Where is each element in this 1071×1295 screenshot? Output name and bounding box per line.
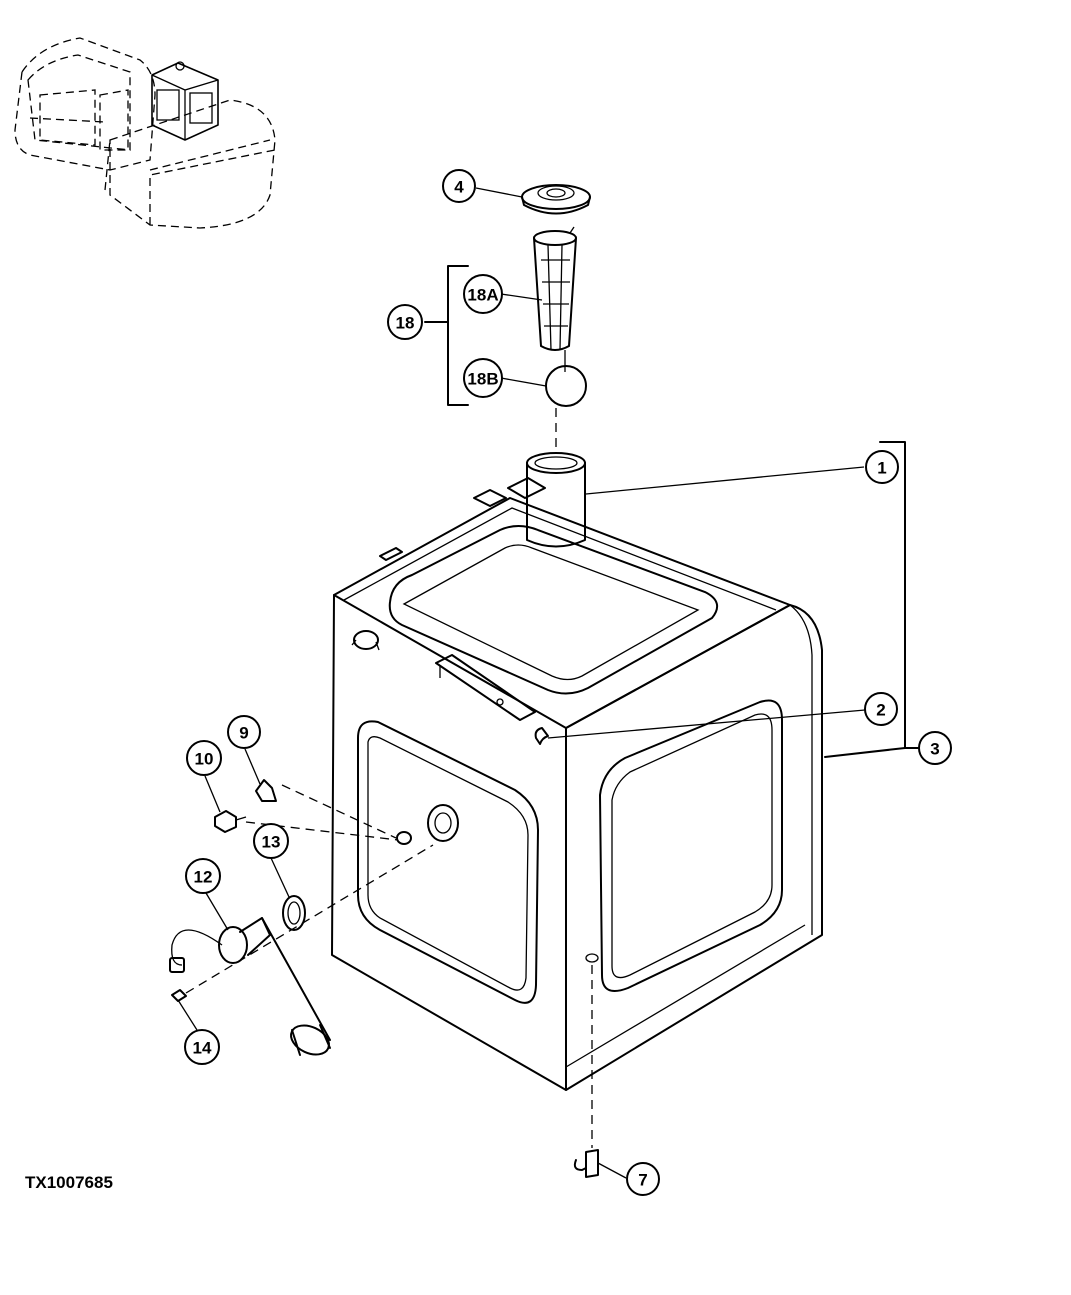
callout-3-label: 3 bbox=[930, 740, 939, 759]
callout-12: 12 bbox=[185, 858, 221, 894]
fuel-strainer-part bbox=[533, 226, 577, 372]
callout-18a-label: 18A bbox=[467, 286, 498, 305]
callout-13: 13 bbox=[253, 823, 289, 859]
sender-parts-group bbox=[169, 779, 434, 1056]
callout-9-label: 9 bbox=[239, 724, 248, 743]
callout-18: 18 bbox=[387, 304, 423, 340]
fuel-tank-body bbox=[331, 452, 823, 1091]
callout-18b-label: 18B bbox=[467, 370, 498, 389]
callout-10-label: 10 bbox=[195, 750, 214, 769]
callout-2: 2 bbox=[864, 692, 898, 726]
figure-id: TX1007685 bbox=[25, 1173, 113, 1192]
callout-7-label: 7 bbox=[638, 1171, 647, 1190]
callout-3: 3 bbox=[918, 731, 952, 765]
drain-clip-part bbox=[573, 965, 599, 1178]
callout-2-label: 2 bbox=[876, 701, 885, 720]
callout-1-label: 1 bbox=[877, 459, 886, 478]
callout-18b: 18B bbox=[463, 358, 503, 398]
machine-locator-inset bbox=[14, 37, 276, 229]
callout-14: 14 bbox=[184, 1029, 220, 1065]
bracket-3 bbox=[824, 441, 906, 758]
leader-lines bbox=[177, 187, 866, 1179]
callout-4: 4 bbox=[442, 169, 476, 203]
callout-1: 1 bbox=[865, 450, 899, 484]
callout-18a: 18A bbox=[463, 274, 503, 314]
float-ball-part bbox=[545, 365, 587, 407]
bracket-18 bbox=[447, 265, 469, 406]
callout-7: 7 bbox=[626, 1162, 660, 1196]
callout-12-label: 12 bbox=[194, 868, 213, 887]
callout-9: 9 bbox=[227, 715, 261, 749]
callout-14-label: 14 bbox=[193, 1039, 212, 1058]
callout-18-label: 18 bbox=[396, 314, 415, 333]
callout-10: 10 bbox=[186, 740, 222, 776]
callout-4-label: 4 bbox=[454, 178, 464, 197]
callout-13-label: 13 bbox=[262, 833, 281, 852]
fuel-cap-part bbox=[521, 184, 591, 215]
